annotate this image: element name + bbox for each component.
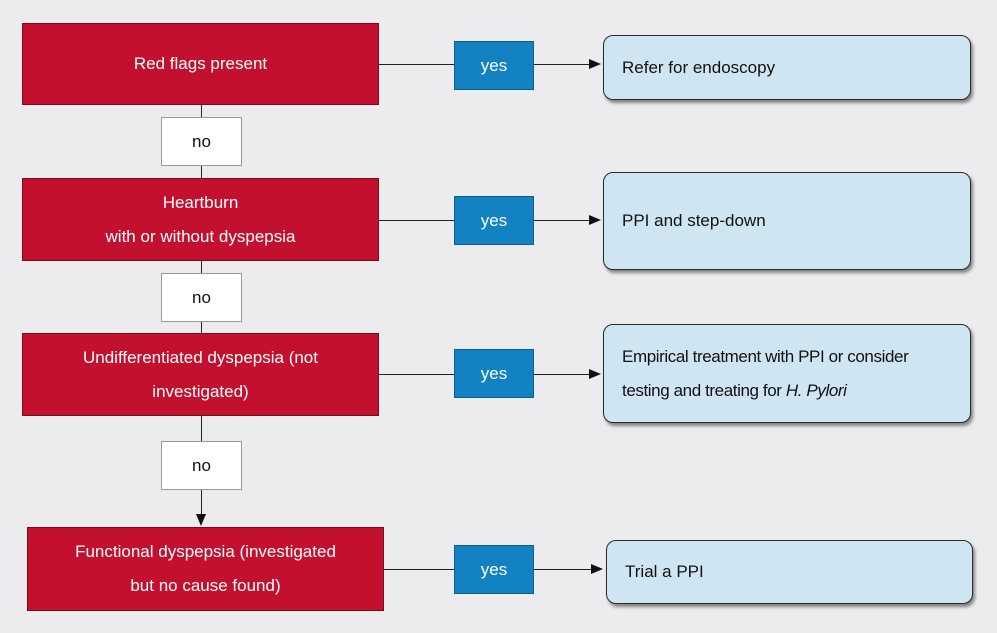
condition-red-flags: Red flags present — [22, 23, 379, 105]
arrow-right-icon — [591, 564, 603, 574]
no-label: no — [161, 273, 242, 322]
yes-label: yes — [454, 196, 534, 245]
condition-functional-dyspepsia: Functional dyspepsia (investigated but n… — [27, 527, 384, 611]
yes-label: yes — [454, 545, 534, 594]
condition-text: Heartburn — [162, 192, 239, 212]
outcome-ppi-step-down: PPI and step-down — [603, 172, 971, 270]
condition-text: investigated) — [152, 381, 249, 401]
outcome-empirical-treatment: Empirical treatment with PPI or consider… — [603, 324, 971, 423]
outcome-emphasis: H. Pylori — [785, 380, 847, 400]
yes-label: yes — [454, 41, 534, 90]
outcome-text: PPI and step-down — [622, 211, 766, 230]
condition-text: Red flags present — [133, 54, 268, 73]
condition-heartburn: Heartburn with or without dyspepsia — [22, 178, 379, 261]
arrow-right-icon — [589, 59, 601, 69]
outcome-text: Refer for endoscopy — [622, 57, 776, 77]
condition-text: Functional dyspepsia (investigated — [75, 542, 336, 561]
outcome-text: Trial a PPI — [625, 562, 704, 581]
outcome-refer-endoscopy: Refer for endoscopy — [603, 35, 971, 100]
yes-label: yes — [454, 349, 534, 398]
arrow-right-icon — [589, 215, 601, 225]
arrow-right-icon — [589, 369, 601, 379]
outcome-text: Empirical treatment with PPI or consider — [622, 346, 909, 366]
outcome-text-line: testing and treating for H. Pylori — [622, 374, 908, 408]
outcome-trial-ppi: Trial a PPI — [606, 540, 973, 604]
condition-text: with or without dyspepsia — [105, 226, 296, 246]
condition-text: Undifferentiated dyspepsia (not — [82, 347, 318, 367]
outcome-text: testing and treating for — [622, 380, 786, 400]
condition-text: but no cause found) — [130, 576, 281, 595]
condition-undifferentiated-dyspepsia: Undifferentiated dyspepsia (not investig… — [22, 333, 379, 416]
no-label: no — [161, 117, 242, 166]
no-label: no — [161, 441, 242, 490]
arrow-down-icon — [196, 514, 206, 526]
